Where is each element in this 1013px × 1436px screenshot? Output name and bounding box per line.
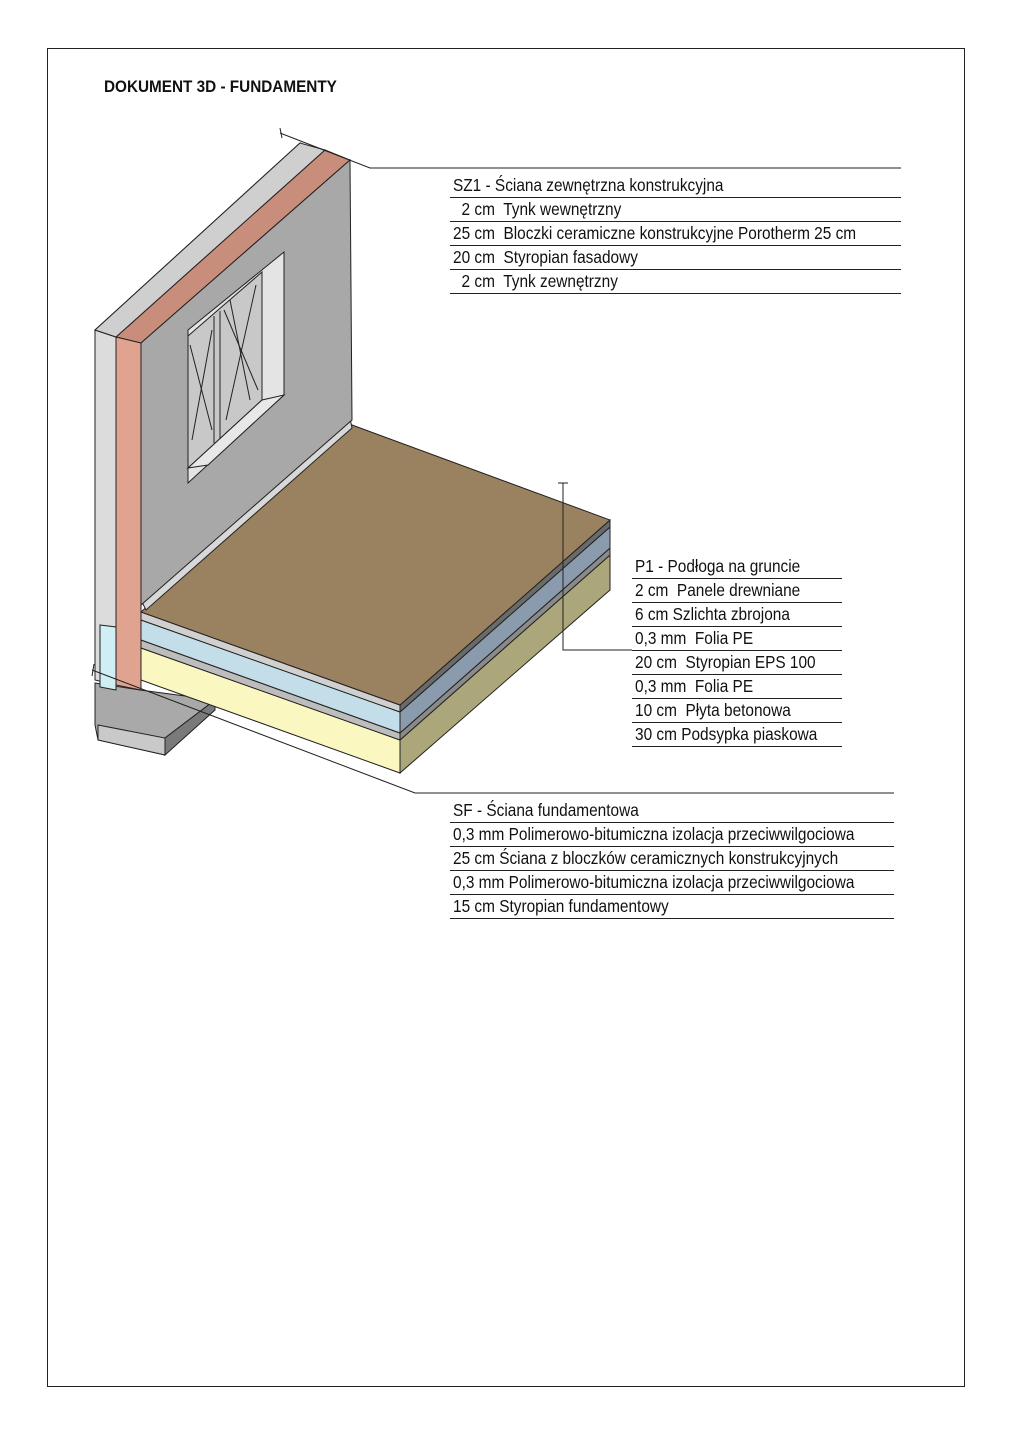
sz1-layer-text: 2 cm Tynk zewnętrzny (453, 271, 618, 291)
p1-layer-table: P1 - Podłoga na gruncie 2 cm Panele drew… (632, 555, 842, 747)
p1-layer-text: 20 cm Styropian EPS 100 (635, 652, 816, 672)
sz1-layer: 20 cm Styropian fasadowy (450, 246, 901, 270)
sf-layer-text: 25 cm Ściana z bloczków ceramicznych kon… (453, 848, 839, 868)
sf-layer: 15 cm Styropian fundamentowy (450, 895, 894, 919)
sf-layer-table: SF - Ściana fundamentowa 0,3 mm Polimero… (450, 799, 894, 919)
wall-foundation-eps (99, 624, 117, 691)
wall-brick (115, 336, 142, 691)
sf-layer-text: 15 cm Styropian fundamentowy (453, 896, 669, 916)
sf-header: SF - Ściana fundamentowa (450, 799, 894, 823)
sf-layer-text: 0,3 mm Polimerowo-bitumiczna izolacja pr… (453, 824, 855, 844)
p1-layer-text: 10 cm Płyta betonowa (635, 700, 791, 720)
sz1-layer-table: SZ1 - Ściana zewnętrzna konstrukcyjna 2 … (450, 174, 901, 294)
sf-layer: 0,3 mm Polimerowo-bitumiczna izolacja pr… (450, 871, 894, 895)
sz1-header: SZ1 - Ściana zewnętrzna konstrukcyjna (450, 174, 901, 198)
leader-lines (91, 127, 901, 794)
sf-header-text: SF - Ściana fundamentowa (453, 800, 639, 820)
p1-layer: 0,3 mm Folia PE (632, 627, 842, 651)
sz1-layer-text: 25 cm Bloczki ceramiczne konstrukcyjne P… (453, 223, 857, 243)
sf-layer-text: 0,3 mm Polimerowo-bitumiczna izolacja pr… (453, 872, 855, 892)
page-title: DOKUMENT 3D - FUNDAMENTY (104, 77, 337, 96)
p1-header: P1 - Podłoga na gruncie (632, 555, 842, 579)
sz1-layer: 2 cm Tynk wewnętrzny (450, 198, 901, 222)
sz1-layer-text: 20 cm Styropian fasadowy (453, 247, 638, 267)
window (186, 250, 286, 485)
sz1-layer: 25 cm Bloczki ceramiczne konstrukcyjne P… (450, 222, 901, 246)
p1-layer: 20 cm Styropian EPS 100 (632, 651, 842, 675)
sz1-layer-text: 2 cm Tynk wewnętrzny (453, 199, 622, 219)
p1-layer: 10 cm Płyta betonowa (632, 699, 842, 723)
p1-layer-text: 2 cm Panele drewniane (635, 580, 801, 600)
sz1-header-text: SZ1 - Ściana zewnętrzna konstrukcyjna (453, 175, 724, 195)
p1-layer: 0,3 mm Folia PE (632, 675, 842, 699)
sz1-layer: 2 cm Tynk zewnętrzny (450, 270, 901, 294)
page-border (47, 48, 965, 1387)
p1-layer-text: 6 cm Szlichta zbrojona (635, 604, 790, 624)
p1-layer: 30 cm Podsypka piaskowa (632, 723, 842, 747)
foundation-footing (94, 682, 217, 757)
sf-layer: 25 cm Ściana z bloczków ceramicznych kon… (450, 847, 894, 871)
p1-layer-text: 30 cm Podsypka piaskowa (635, 724, 818, 744)
sf-layer: 0,3 mm Polimerowo-bitumiczna izolacja pr… (450, 823, 894, 847)
p1-layer: 6 cm Szlichta zbrojona (632, 603, 842, 627)
p1-layer: 2 cm Panele drewniane (632, 579, 842, 603)
p1-header-text: P1 - Podłoga na gruncie (635, 556, 801, 576)
p1-layer-text: 0,3 mm Folia PE (635, 628, 754, 648)
p1-layer-text: 0,3 mm Folia PE (635, 676, 754, 696)
